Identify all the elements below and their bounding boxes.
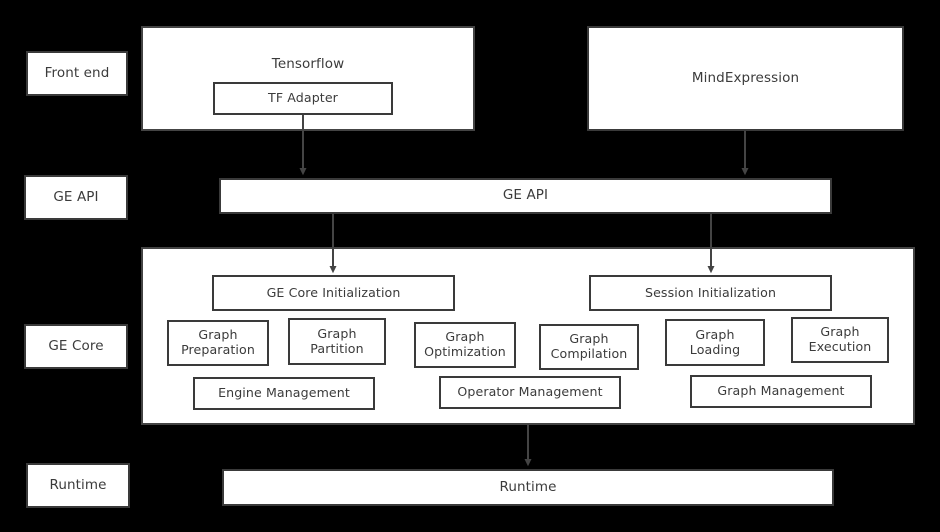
mindexpression-box[interactable]: MindExpression (587, 26, 904, 131)
module-graph-compilation[interactable]: Graph Compilation (539, 324, 639, 370)
ge-api-bar[interactable]: GE API (219, 178, 832, 214)
layer-label-front-end: Front end (26, 51, 128, 96)
ge-core-initialization-box[interactable]: GE Core Initialization (212, 275, 455, 311)
tensorflow-label: Tensorflow (271, 56, 345, 72)
layer-label-ge-api: GE API (24, 175, 128, 220)
layer-label-ge-core: GE Core (24, 324, 128, 369)
runtime-bar[interactable]: Runtime (222, 469, 834, 506)
manager-engine-management[interactable]: Engine Management (193, 377, 375, 410)
tf-adapter-box[interactable]: TF Adapter (213, 82, 393, 115)
module-graph-loading[interactable]: Graph Loading (665, 319, 765, 366)
module-graph-preparation[interactable]: Graph Preparation (167, 320, 269, 366)
module-graph-execution[interactable]: Graph Execution (791, 317, 889, 363)
manager-graph-management[interactable]: Graph Management (690, 375, 872, 408)
layer-label-runtime: Runtime (26, 463, 130, 508)
manager-operator-management[interactable]: Operator Management (439, 376, 621, 409)
tensorflow-group: Tensorflow (141, 26, 475, 131)
session-initialization-box[interactable]: Session Initialization (589, 275, 832, 311)
module-graph-partition[interactable]: Graph Partition (288, 318, 386, 365)
module-graph-optimization[interactable]: Graph Optimization (414, 322, 516, 368)
